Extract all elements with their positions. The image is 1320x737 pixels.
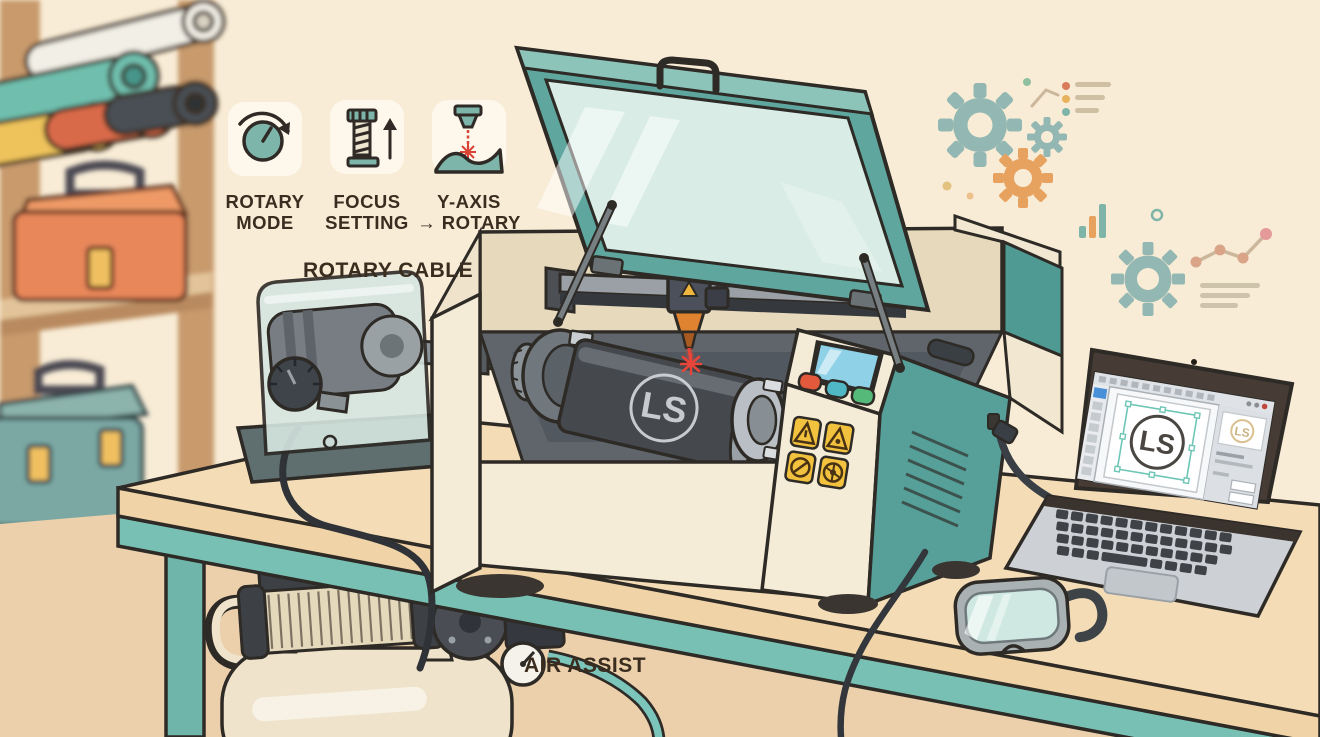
laptop-keyboard <box>1055 509 1233 603</box>
laser-engraver: LS <box>428 45 1064 614</box>
design-logo: LS <box>1129 414 1185 470</box>
focus-setting-icon <box>346 108 397 168</box>
rotary-chuck-assembly: LS <box>510 328 810 472</box>
lid-hinge <box>590 255 624 277</box>
teal-toolbox-icon <box>0 359 150 528</box>
focus-setting-label2: SETTING <box>325 212 409 233</box>
power-button-red <box>797 372 823 392</box>
machine-foot <box>818 594 878 614</box>
line-chart-icon <box>942 181 1272 308</box>
power-button-green <box>850 386 876 406</box>
laptop: LS LS <box>1003 347 1303 618</box>
side-handle <box>927 338 975 367</box>
laser-nozzle <box>671 310 707 334</box>
svg-text:LS: LS <box>638 383 690 431</box>
air-assist-label: AIR ASSIST <box>524 654 646 677</box>
rotary-cable-label: ROTARY CABLE <box>303 259 473 282</box>
rotary-mode-label: ROTARY <box>225 191 304 212</box>
lid-glass <box>543 78 905 288</box>
focus-setting-card <box>330 100 404 174</box>
engraved-logo: LS <box>629 373 699 443</box>
goggles-temple <box>1054 588 1108 643</box>
power-button-blue <box>824 379 850 399</box>
svg-text:LS: LS <box>1137 424 1177 460</box>
logo-preview-card <box>1217 411 1268 452</box>
window-close-icon <box>1261 403 1268 410</box>
laptop-touchpad <box>1103 566 1179 603</box>
machine-left-wall <box>430 291 482 595</box>
rotary-mode-card <box>228 102 302 176</box>
power-cable <box>837 548 929 737</box>
rotary-connector <box>316 390 350 414</box>
y-axis-rotary-label: Y-AXIS <box>437 191 501 212</box>
selected-tool <box>1092 387 1108 400</box>
gear-icon <box>938 83 1185 316</box>
warning-stickers <box>784 415 855 490</box>
svg-text:LS: LS <box>1233 424 1250 440</box>
y-axis-rotary-card <box>432 100 506 174</box>
laser-beam <box>679 347 703 376</box>
safety-goggles <box>953 575 1108 656</box>
checklist-icon <box>1023 78 1111 116</box>
machine-foot <box>456 574 544 598</box>
material-rolls-icon <box>0 0 226 172</box>
machine-lid <box>514 45 931 313</box>
machine-side-panel <box>866 338 1012 607</box>
rotary-mode-label2: MODE <box>236 212 294 233</box>
machine-foot <box>932 561 980 579</box>
focus-setting-label: FOCUS <box>333 191 400 212</box>
design-app-window: LS LS <box>1076 370 1276 510</box>
orange-toolbox-icon <box>12 160 190 302</box>
y-axis-rotary-label2: → ROTARY <box>417 212 521 233</box>
side-vents <box>901 430 969 528</box>
y-axis-rotary-icon <box>434 104 504 174</box>
lid-struts <box>553 200 905 373</box>
rotary-mode-icon <box>238 111 290 162</box>
workflow-icon-cards: ROTARY MODE FOCUS SETTING Y-AXIS → ROTAR… <box>225 100 521 233</box>
bar-chart-icon <box>1079 204 1106 238</box>
decor-gears <box>938 78 1272 316</box>
rotary-cable <box>279 424 436 672</box>
lid-handle <box>656 56 720 94</box>
